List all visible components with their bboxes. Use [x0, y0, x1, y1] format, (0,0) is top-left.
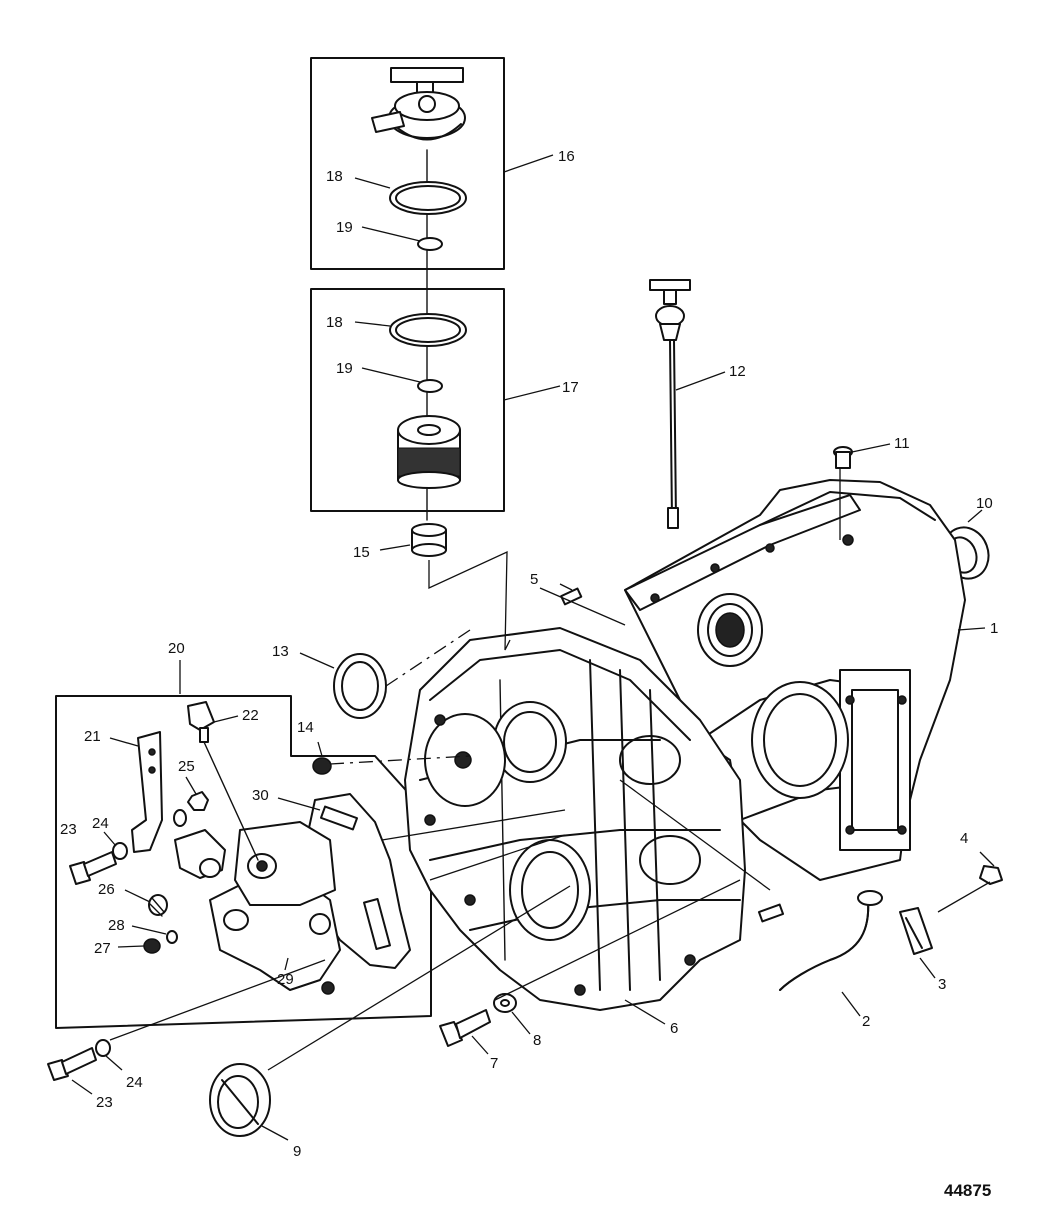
- callout-16: 16: [558, 148, 575, 165]
- assembly-guide-line: [267, 885, 571, 1071]
- assembly-guide-line: [539, 587, 626, 626]
- hose-clamp-part: [899, 907, 933, 955]
- bracket-part: [131, 731, 163, 853]
- dipstick-cap-part: [371, 67, 466, 141]
- callout-29: 29: [277, 971, 294, 988]
- assembly-guide-line: [385, 629, 471, 687]
- callout-18b: 18: [326, 314, 343, 331]
- callout-17: 17: [562, 379, 579, 396]
- callout-11: 11: [894, 435, 910, 452]
- callout-27: 27: [94, 940, 111, 957]
- callout-20: 20: [168, 640, 185, 657]
- callout-4: 4: [960, 830, 968, 847]
- transmission-housing-part: [624, 479, 966, 881]
- valve-body-part: [209, 821, 341, 995]
- filter-element-part: [397, 415, 461, 489]
- callout-10: 10: [976, 495, 993, 512]
- bolt-part: [69, 851, 117, 885]
- spring-part: [148, 894, 168, 917]
- drain-fitting-part: [979, 865, 1003, 885]
- callout-13: 13: [272, 643, 289, 660]
- assembly-guide-line: [937, 881, 991, 913]
- dowel-pin-part: [757, 903, 785, 923]
- neutral-switch-part: [187, 701, 259, 861]
- callout-1: 1: [990, 620, 998, 637]
- washer-part: [112, 842, 128, 860]
- washer-part: [493, 993, 517, 1013]
- assembly-guide-line: [329, 755, 471, 765]
- o-ring-part: [166, 930, 178, 944]
- assembly-guide-line: [619, 779, 771, 891]
- bolt-part: [47, 1047, 97, 1081]
- dipstick-part: [649, 279, 691, 529]
- callout-26: 26: [98, 881, 115, 898]
- pipe-plug-part: [312, 757, 332, 775]
- nut-part: [187, 791, 209, 811]
- callout-24b: 24: [126, 1074, 143, 1091]
- bolt-part: [439, 1009, 491, 1047]
- kit-box-16: [310, 57, 505, 270]
- callout-12: 12: [729, 363, 746, 380]
- o-ring-part: [389, 181, 467, 215]
- callout-30: 30: [252, 787, 269, 804]
- callout-24a: 24: [92, 815, 109, 832]
- callout-25: 25: [178, 758, 195, 775]
- assembly-guide-line: [428, 550, 511, 651]
- assembly-guide-line: [494, 879, 741, 1001]
- seal-washer-part: [417, 379, 443, 393]
- callout-14: 14: [297, 719, 314, 736]
- callout-2: 2: [862, 1013, 870, 1030]
- callout-6: 6: [670, 1020, 678, 1037]
- o-ring-part: [389, 313, 467, 347]
- assembly-guide-line: [109, 959, 326, 1041]
- callout-18a: 18: [326, 168, 343, 185]
- washer-part: [95, 1039, 111, 1057]
- callout-15: 15: [353, 544, 370, 561]
- assembly-guide-line: [381, 809, 566, 841]
- callout-8: 8: [533, 1032, 541, 1049]
- plug-part: [143, 938, 161, 954]
- dowel-pin-part: [560, 587, 583, 606]
- callout-23b: 23: [96, 1094, 113, 1111]
- callout-3: 3: [938, 976, 946, 993]
- seal-washer-part: [417, 237, 443, 251]
- callout-5: 5: [530, 571, 538, 588]
- callout-28: 28: [108, 917, 125, 934]
- callout-21: 21: [84, 728, 101, 745]
- case-housing-part: [404, 627, 746, 1011]
- washer-part: [173, 809, 187, 827]
- shift-actuator-part: [174, 829, 226, 879]
- callout-23a: 23: [60, 821, 77, 838]
- callout-19a: 19: [336, 219, 353, 236]
- filter-adapter-part: [411, 523, 447, 557]
- callout-7: 7: [490, 1055, 498, 1072]
- kit-box-20: [55, 695, 432, 1029]
- oil-seal-part: [209, 1063, 271, 1137]
- assembly-guide-line: [429, 834, 566, 881]
- callout-19b: 19: [336, 360, 353, 377]
- oil-seal-part: [333, 653, 387, 719]
- callout-9: 9: [293, 1143, 301, 1160]
- figure-number: 44875: [944, 1181, 991, 1200]
- callout-22: 22: [242, 707, 259, 724]
- breather-plug-part: [833, 446, 853, 469]
